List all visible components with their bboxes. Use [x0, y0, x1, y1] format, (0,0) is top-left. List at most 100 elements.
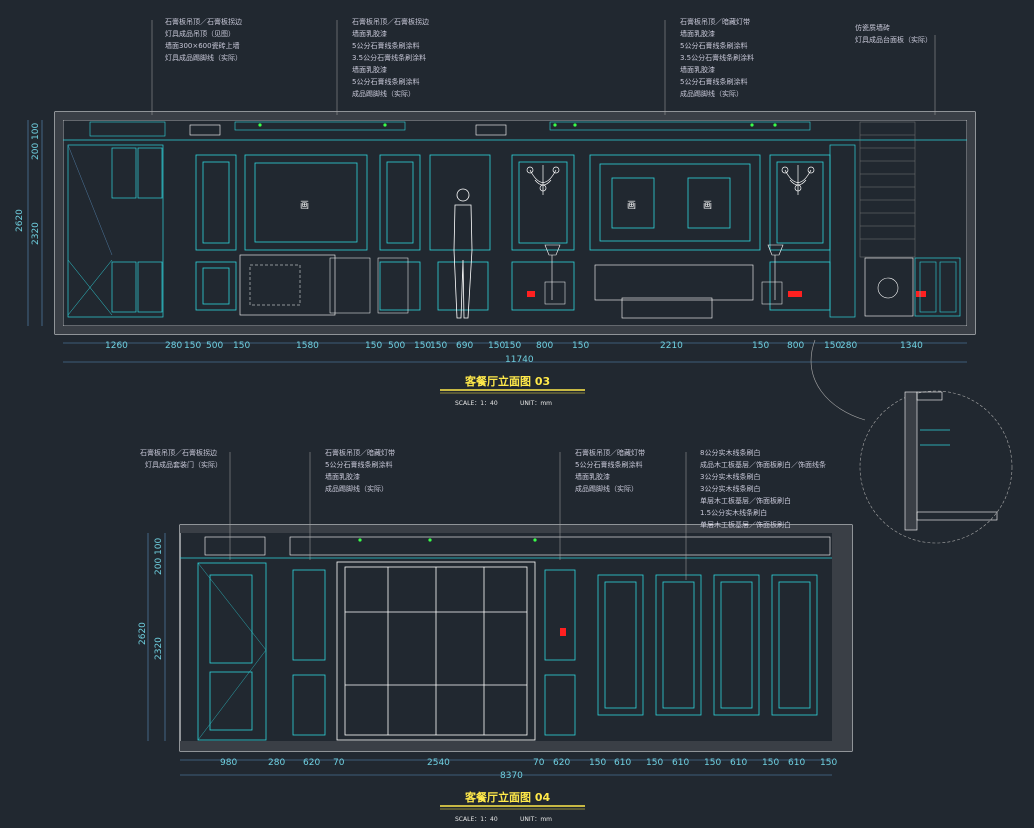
dim: 1580 [296, 341, 319, 351]
dim: 150 [589, 758, 606, 768]
dim: 150 [184, 341, 201, 351]
note: 成品踢脚线（实际） [680, 89, 743, 98]
e03-title: 客餐厅立面图 03 [464, 374, 550, 388]
dim: 2620 [15, 209, 25, 232]
dim: 70 [533, 758, 545, 768]
e03-left-dimensions: 100 200 2320 2620 [15, 120, 43, 326]
note: 1.5公分实木线条刷白 [700, 508, 767, 517]
dim: 610 [672, 758, 689, 768]
dim: 150 [572, 341, 589, 351]
note: 墙面乳胶漆 [575, 472, 610, 481]
note: 5公分石膏线条刷涂料 [575, 460, 642, 469]
dim: 280 [165, 341, 182, 351]
elevation-03: 画 画 画 [15, 17, 976, 407]
dim: 2540 [427, 758, 450, 768]
e04-wall-panels [597, 574, 818, 716]
dim: 150 [488, 341, 505, 351]
note: 石膏板吊顶／暗藏灯带 [575, 448, 645, 457]
note: 墙面乳胶漆 [325, 472, 360, 481]
note: 石膏板吊顶／石膏板拐边 [140, 448, 217, 457]
note: 石膏板吊顶／石膏板拐边 [165, 17, 242, 26]
dim: 100 [31, 123, 41, 140]
note: 5公分石膏线条刷涂料 [352, 41, 419, 50]
e04-scale: SCALE：1：40 [455, 816, 498, 823]
e03-scale: SCALE：1：40 [455, 400, 498, 407]
dim: 150 [752, 341, 769, 351]
dim: 280 [840, 341, 857, 351]
note: 成品木工板基层／饰面板刷白／饰面线条 [700, 460, 826, 469]
dim: 1260 [105, 341, 128, 351]
dim: 150 [233, 341, 250, 351]
e04-title-block: 客餐厅立面图 04 SCALE：1：40 UNIT：mm [440, 790, 585, 823]
dim: 150 [430, 341, 447, 351]
note: 墙面乳胶漆 [352, 65, 387, 74]
note: 灯具成品吊顶（见图） [165, 29, 235, 38]
note: 3.5公分石膏线条刷涂料 [680, 53, 754, 62]
dim: 980 [220, 758, 237, 768]
dim: 2320 [31, 222, 41, 245]
outlet [560, 628, 566, 636]
dim: 150 [504, 341, 521, 351]
dim: 500 [206, 341, 223, 351]
note: 灯具成品踢脚线（实际） [165, 53, 242, 62]
e03-art-label-2: 画 [627, 200, 636, 211]
e03-unit: UNIT：mm [520, 400, 552, 407]
note: 石膏板吊顶／石膏板拐边 [352, 17, 429, 26]
dim: 610 [788, 758, 805, 768]
dim: 150 [365, 341, 382, 351]
chandelier-left [526, 165, 560, 195]
dim: 150 [824, 341, 841, 351]
dim: 800 [536, 341, 553, 351]
note: 单层木工板基层／饰面板刷白 [700, 496, 791, 505]
dim: 2320 [154, 637, 164, 660]
dim: 200 [154, 558, 164, 575]
note: 墙面乳胶漆 [680, 29, 715, 38]
e03-notes: 石膏板吊顶／石膏板拐边 灯具成品吊顶（见图） 墙面300×600瓷砖上墙 灯具成… [151, 17, 936, 115]
dim: 800 [787, 341, 804, 351]
e03-art-label-1: 画 [300, 200, 309, 211]
brick-wall [859, 121, 916, 258]
e04-title: 客餐厅立面图 04 [464, 790, 550, 804]
note: 8公分实木线条刷白 [700, 448, 760, 457]
note: 成品踢脚线（实际） [352, 89, 415, 98]
note: 5公分石膏线条刷涂料 [352, 77, 419, 86]
outlet [527, 291, 535, 297]
washing-machine [877, 277, 899, 299]
dim: 620 [553, 758, 570, 768]
detail-callout [810, 339, 1013, 544]
e04-door [197, 562, 267, 741]
outlet [916, 291, 926, 297]
e04-wall-frame [179, 524, 853, 752]
note: 石膏板吊顶／暗藏灯带 [325, 448, 395, 457]
note: 3.5公分石膏线条刷涂料 [352, 53, 426, 62]
note: 灯具成品套装门（实际） [145, 460, 222, 469]
outlet [788, 291, 802, 297]
note: 成品踢脚线（实际） [575, 484, 638, 493]
dim: 2210 [660, 341, 683, 351]
dim: 100 [154, 538, 164, 555]
note: 5公分石膏线条刷涂料 [680, 41, 747, 50]
person-figure [453, 188, 473, 319]
note: 成品踢脚线（实际） [325, 484, 388, 493]
total-width: 8370 [500, 771, 523, 781]
e04-bottom-dimensions: 980 280 620 70 2540 70 620 150 610 150 6… [180, 758, 837, 781]
dim: 690 [456, 341, 473, 351]
e03-wall-panels [195, 154, 831, 311]
dim: 500 [388, 341, 405, 351]
dim: 150 [414, 341, 431, 351]
dim: 150 [820, 758, 837, 768]
note: 灯具成品台面板（实际） [855, 35, 932, 44]
dim: 610 [730, 758, 747, 768]
note: 墙面300×600瓷砖上墙 [165, 41, 240, 50]
dim: 150 [762, 758, 779, 768]
e03-title-block: 客餐厅立面图 03 SCALE：1：40 UNIT：mm [440, 374, 585, 407]
e03-art-label-3: 画 [703, 200, 712, 211]
note: 单层木工板基层／饰面板刷白 [700, 520, 791, 529]
total-width: 11740 [505, 355, 534, 365]
dim: 280 [268, 758, 285, 768]
dim: 200 [31, 143, 41, 160]
dim: 620 [303, 758, 320, 768]
note: 墙面乳胶漆 [352, 29, 387, 38]
note: 3公分实木线条刷白 [700, 484, 760, 493]
